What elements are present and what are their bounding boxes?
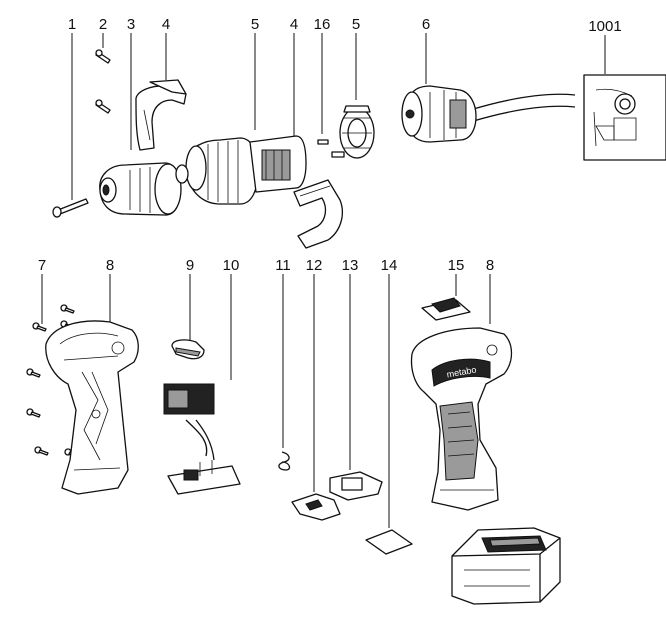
part-6-motor [401,85,576,143]
part-9-button [171,339,205,360]
part-16-pins [317,139,345,158]
label-part-10: 10 [223,257,240,274]
label-part-1001: 1001 [588,18,621,35]
part-8b-housing-right: metabo [410,327,513,511]
leader-lines [41,33,606,528]
label-part-11: 11 [275,257,291,274]
label-part-13: 13 [342,257,359,274]
label-part-3: 3 [127,16,135,33]
part-5b-clutch-ring [339,105,375,159]
part-8a-housing-left [45,320,139,495]
part-15-slider [421,297,471,321]
part-5a-gearbox [175,135,307,205]
detail-frame [583,74,666,161]
part-1001-detail-box [583,74,666,161]
label-part-4a: 4 [162,16,170,33]
part-11-spring [278,451,291,471]
label-part-4b: 4 [290,16,298,33]
label-part-1: 1 [68,16,76,33]
part-14-label [365,529,413,555]
part-2-screws [95,49,111,114]
label-part-5b: 5 [352,16,360,33]
part-1-screw [52,198,89,218]
part-13-latch [329,471,383,501]
label-part-14: 14 [381,257,398,274]
part-4a-shell [135,79,187,151]
part-10-switch [163,383,241,495]
label-part-8a: 8 [106,257,114,274]
label-part-5a: 5 [251,16,259,33]
label-part-12: 12 [306,257,323,274]
label-part-2: 2 [99,16,107,33]
part-12-clip [291,493,341,521]
label-part-16: 16 [314,16,331,33]
label-part-7: 7 [38,257,46,274]
label-part-8b: 8 [486,257,494,274]
label-part-15: 15 [448,257,465,274]
label-part-9: 9 [186,257,194,274]
part-3-chuck [99,162,182,216]
part-number-labels: 1 2 3 4 5 4 16 5 6 1001 7 8 9 10 11 12 1… [38,16,622,274]
label-part-6: 6 [422,16,430,33]
battery-pack [451,527,561,605]
part-4b-shell [293,179,343,249]
